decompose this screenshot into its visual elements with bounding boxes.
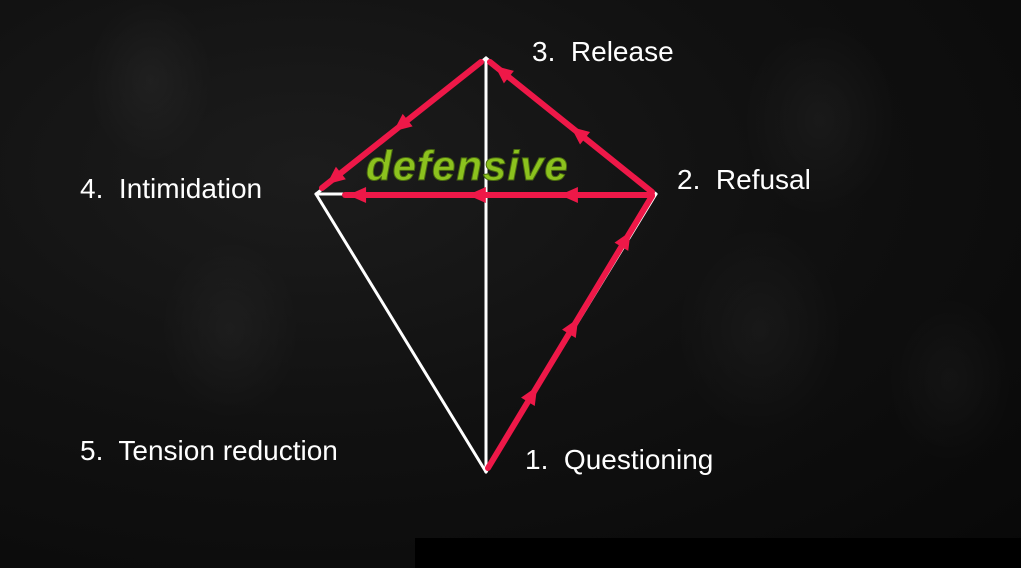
path-arrow	[614, 231, 631, 251]
stage-tension-reduction-label: 5. Tension reduction	[80, 435, 338, 466]
stage-intimidation-label: 4. Intimidation	[80, 173, 263, 204]
path-arrow	[326, 166, 346, 185]
defensive-label: defensive	[366, 142, 569, 189]
stage-release-label: 3. Release	[532, 36, 674, 67]
stage-questioning-label: 1. Questioning	[525, 444, 714, 475]
path-arrow	[562, 318, 579, 338]
path-arrow	[559, 187, 578, 203]
path-arrow	[348, 187, 367, 203]
path-arrow	[393, 113, 413, 132]
path-arrow	[467, 187, 486, 203]
path-arrow	[494, 65, 514, 84]
stage-refusal-label: 2. Refusal	[677, 164, 811, 195]
bottom-black-band	[415, 538, 1021, 568]
path-arrow	[521, 386, 538, 406]
kite-edge-left-bottom	[314, 192, 488, 474]
path-arrow	[571, 127, 591, 145]
